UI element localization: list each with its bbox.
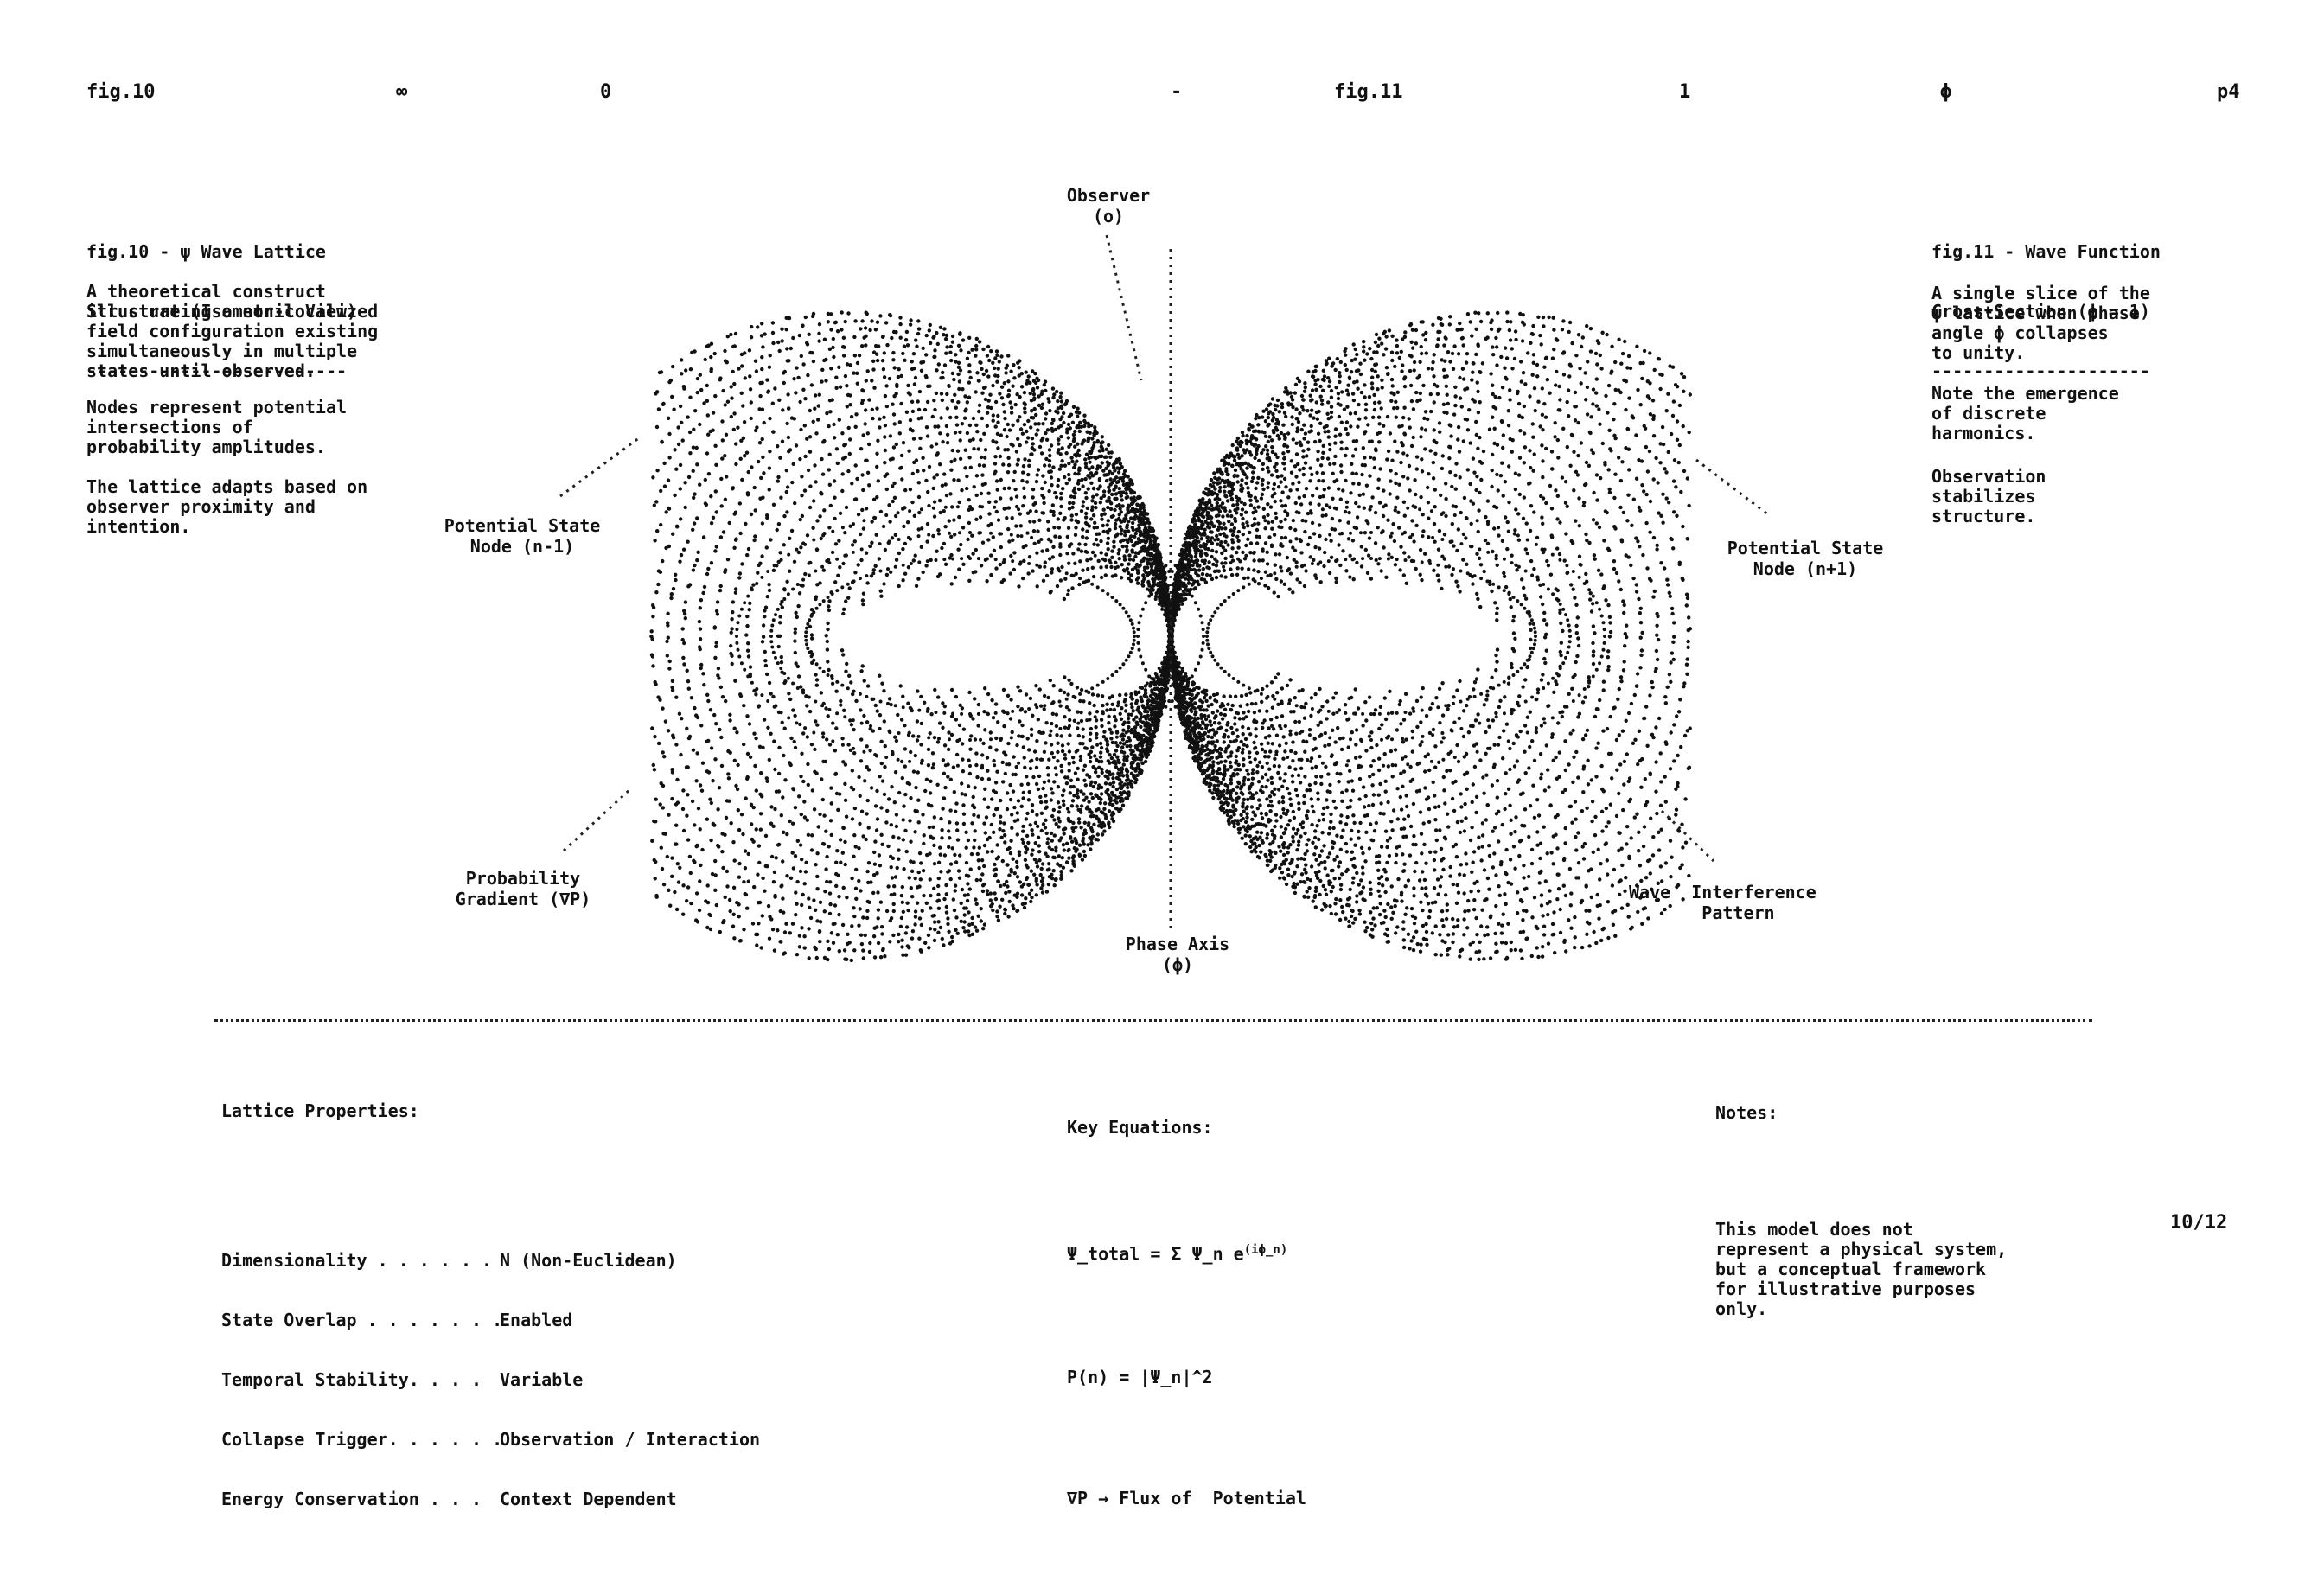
potential-node-left-label: Potential State Node (n-1) [418,515,626,557]
equation-probability: P(n) = |Ψ_n|^2 [1067,1367,1306,1387]
equation-psi-total-main: Ψ_total = Σ Ψ_n e [1067,1244,1244,1265]
equations-title: Key Equations: [1067,1117,1306,1138]
probability-gradient-label: Probability Gradient (∇P) [432,868,614,909]
notes-section: Notes: This model does not represent a p… [1715,1063,2007,1339]
node-left-leader [560,437,640,496]
page-number: 10/12 [2170,1214,2227,1233]
notes-body: This model does not represent a physical… [1715,1220,2007,1319]
property-row: Temporal Stability. . . .Variable [221,1370,760,1390]
observer-label: Observer (o) [1022,185,1195,226]
gradient-leader [564,788,631,851]
properties-section: Lattice Properties: Dimensionality . . .… [221,1062,760,1569]
observer-leader [1107,235,1141,380]
potential-node-right-label: Potential State Node (n+1) [1702,538,1909,579]
property-row: State Overlap . . . . . . .Enabled [221,1311,760,1330]
properties-title: Lattice Properties: [221,1101,760,1121]
property-key: Collapse Trigger. . . . . . [221,1430,500,1450]
property-row: Energy Conservation . . .Context Depende… [221,1489,760,1509]
property-value: N (Non-Euclidean) [500,1251,677,1271]
property-value: Enabled [500,1311,572,1330]
phase-axis-label: Phase Axis (ϕ) [1091,934,1264,975]
node-right-leader [1696,460,1769,515]
property-key: State Overlap . . . . . . . [221,1311,500,1330]
property-row: Collapse Trigger. . . . . .Observation /… [221,1430,760,1450]
notes-title: Notes: [1715,1103,2007,1123]
property-key: Temporal Stability. . . . [221,1370,500,1390]
property-value: Variable [500,1370,583,1390]
property-row: Dimensionality . . . . . .N (Non-Euclide… [221,1251,760,1271]
property-value: Observation / Interaction [500,1430,760,1450]
property-key: Energy Conservation . . . [221,1489,500,1509]
wave-interference-label: Wave Interference Pattern [1629,882,1828,923]
property-value: Context Dependent [500,1489,677,1509]
equations-section: Key Equations: Ψ_total = Σ Ψ_n e(iϕ_n) P… [1067,1075,1306,1529]
equation-psi-total: Ψ_total = Σ Ψ_n e(iϕ_n) [1067,1240,1306,1265]
equation-psi-total-exponent: (iϕ_n) [1244,1243,1288,1257]
equation-flux: ∇P → Flux of Potential [1067,1488,1306,1508]
properties-table: Dimensionality . . . . . .N (Non-Euclide… [221,1211,760,1549]
section-divider [214,1019,2092,1022]
property-key: Dimensionality . . . . . . [221,1251,500,1271]
